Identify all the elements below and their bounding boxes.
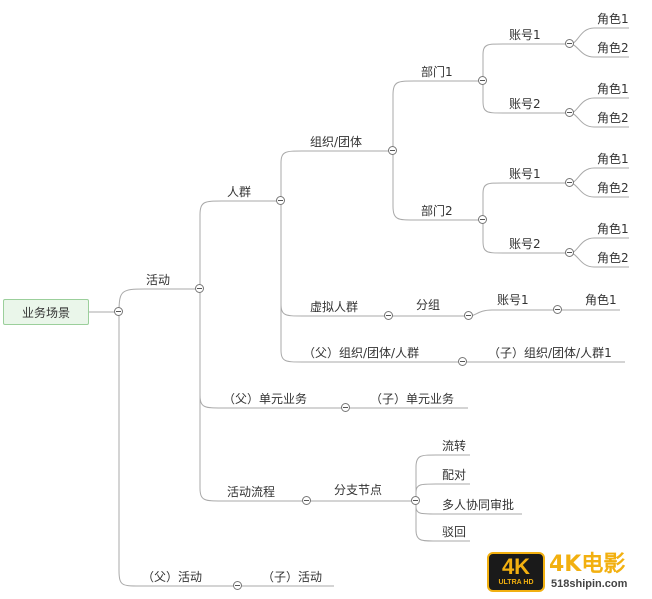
watermark-badge-uhd: ULTRA HD — [498, 579, 534, 586]
connector — [199, 200, 281, 289]
connector — [199, 289, 307, 502]
connector — [482, 220, 570, 254]
node-role[interactable]: 角色2 — [597, 251, 629, 265]
connector — [392, 80, 483, 151]
connector — [482, 43, 570, 81]
node-role[interactable]: 角色1 — [597, 12, 629, 26]
collapse-icon[interactable] — [458, 357, 467, 366]
node-branch[interactable]: 分支节点 — [334, 483, 383, 497]
watermark-site: 518shipin.com — [551, 578, 628, 590]
node-dept2[interactable]: 部门2 — [421, 204, 453, 218]
node-activity[interactable]: 活动 — [146, 273, 171, 287]
collapse-icon[interactable] — [478, 215, 487, 224]
collapse-icon[interactable] — [302, 496, 311, 505]
node-flow[interactable]: 活动流程 — [227, 485, 276, 499]
node-crowd[interactable]: 人群 — [227, 185, 252, 199]
collapse-icon[interactable] — [565, 108, 574, 117]
node-circulate[interactable]: 流转 — [442, 439, 467, 453]
watermark-title: 4K电影 — [549, 552, 626, 577]
collapse-icon[interactable] — [553, 305, 562, 314]
node-role[interactable]: 角色2 — [597, 111, 629, 125]
connector — [280, 150, 393, 201]
node-role[interactable]: 角色2 — [597, 181, 629, 195]
node-parent-unit[interactable]: （父）单元业务 — [223, 392, 308, 406]
connector — [415, 501, 470, 542]
watermark-logo: 4K ULTRA HD 4K电影 518shipin.com — [487, 550, 647, 594]
collapse-icon[interactable] — [276, 196, 285, 205]
node-match[interactable]: 配对 — [442, 468, 467, 482]
node-dept2-account1[interactable]: 账号1 — [509, 167, 541, 181]
connector — [118, 312, 238, 587]
node-virtual-account[interactable]: 账号1 — [497, 293, 529, 307]
node-role[interactable]: 角色1 — [597, 222, 629, 236]
node-group[interactable]: 分组 — [416, 298, 441, 312]
collapse-icon[interactable] — [388, 146, 397, 155]
node-dept2-account2[interactable]: 账号2 — [509, 237, 541, 251]
node-role[interactable]: 角色1 — [597, 152, 629, 166]
node-virtual-crowd[interactable]: 虚拟人群 — [310, 300, 359, 314]
node-multi-review[interactable]: 多人协同审批 — [442, 498, 515, 512]
root-node[interactable]: 业务场景 — [3, 299, 89, 325]
connector — [415, 454, 470, 501]
connector — [482, 182, 570, 220]
node-parent-org[interactable]: （父）组织/团体/人群 — [303, 346, 420, 360]
connector — [415, 483, 470, 501]
node-dept1[interactable]: 部门1 — [421, 65, 453, 79]
node-dept1-account2[interactable]: 账号2 — [509, 97, 541, 111]
node-role[interactable]: 角色2 — [597, 41, 629, 55]
collapse-icon[interactable] — [341, 403, 350, 412]
node-dept1-account1[interactable]: 账号1 — [509, 28, 541, 42]
node-virtual-role[interactable]: 角色1 — [585, 293, 617, 307]
collapse-icon[interactable] — [195, 284, 204, 293]
node-reject[interactable]: 驳回 — [442, 525, 467, 539]
connector — [482, 81, 570, 114]
collapse-icon[interactable] — [114, 307, 123, 316]
node-org[interactable]: 组织/团体 — [310, 135, 363, 149]
collapse-icon[interactable] — [565, 178, 574, 187]
collapse-icon[interactable] — [565, 39, 574, 48]
connector — [280, 201, 463, 363]
collapse-icon[interactable] — [478, 76, 487, 85]
connector — [468, 309, 558, 317]
collapse-icon[interactable] — [464, 311, 473, 320]
node-child-unit[interactable]: （子）单元业务 — [370, 392, 455, 406]
watermark-badge: 4K ULTRA HD — [487, 552, 545, 592]
collapse-icon[interactable] — [565, 248, 574, 257]
connector — [118, 288, 200, 313]
collapse-icon[interactable] — [233, 581, 242, 590]
node-parent-activity[interactable]: （父）活动 — [142, 570, 203, 584]
collapse-icon[interactable] — [411, 496, 420, 505]
collapse-icon[interactable] — [384, 311, 393, 320]
node-role[interactable]: 角色1 — [597, 82, 629, 96]
node-child-org[interactable]: （子）组织/团体/人群1 — [488, 346, 612, 360]
connector — [392, 151, 483, 221]
watermark-badge-4k: 4K — [501, 554, 531, 579]
node-child-activity[interactable]: （子）活动 — [262, 570, 323, 584]
